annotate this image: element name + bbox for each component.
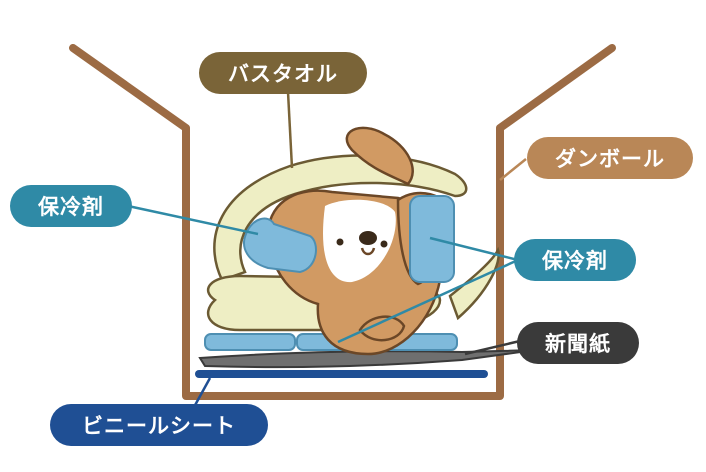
vinyl-sheet [195, 370, 488, 378]
leader-cardboard [499, 158, 527, 181]
dog-nose [359, 231, 377, 245]
label-newspaper: 新聞紙 [517, 322, 639, 364]
label-ice-pack-left: 保冷剤 [10, 185, 132, 227]
label-ice-pack-right: 保冷剤 [514, 239, 636, 281]
leader-ice-left [127, 204, 259, 236]
dog-eye-left [336, 238, 344, 246]
dog-left-ear [345, 126, 414, 186]
left-ice-pack [243, 217, 317, 274]
dog-eye-right [380, 240, 388, 248]
dog-mouth [360, 247, 376, 256]
dog-belly [323, 199, 396, 283]
cardboard-box [69, 44, 616, 400]
label-cardboard: ダンボール [527, 137, 693, 179]
leader-ice-right [337, 258, 519, 344]
label-bath-towel: バスタオル [199, 52, 367, 94]
newspaper [198, 349, 536, 369]
leader-bath-towel [286, 91, 294, 169]
leader-lines [127, 91, 527, 419]
dog-paw [358, 315, 406, 342]
leader-ice-right-2 [429, 236, 519, 262]
leader-newspaper [464, 339, 521, 356]
label-vinyl-sheet: ビニールシート [50, 404, 268, 446]
